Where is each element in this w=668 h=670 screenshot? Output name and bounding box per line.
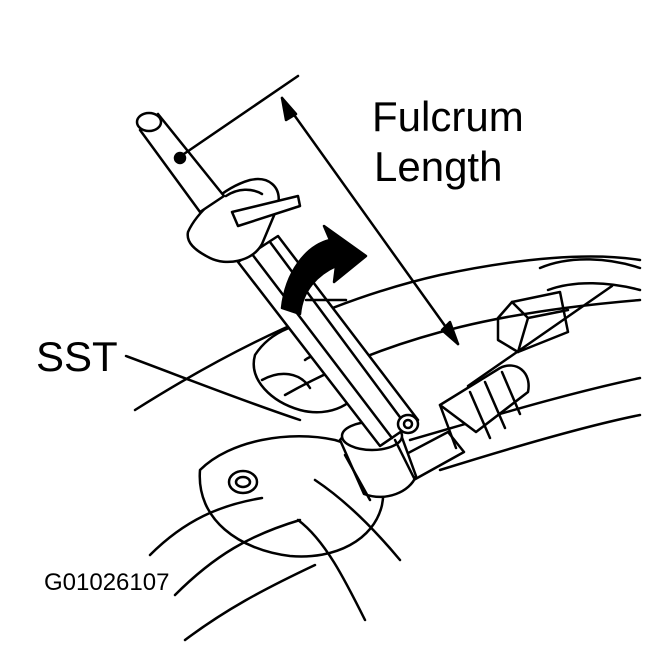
sst-label: SST — [36, 333, 118, 380]
figure-code: G01026107 — [44, 569, 170, 596]
pivot-pin — [135, 111, 226, 214]
sst-leader-line — [124, 354, 302, 422]
fulcrum-length-label-line1: Fulcrum — [372, 93, 524, 140]
rotation-arrow — [280, 224, 368, 316]
engine-flange — [198, 435, 385, 558]
mount-bracket — [496, 258, 642, 354]
sst-tool — [186, 177, 420, 448]
fulcrum-length-dimension — [176, 74, 614, 388]
fulcrum-length-label-line2: Length — [374, 143, 503, 190]
